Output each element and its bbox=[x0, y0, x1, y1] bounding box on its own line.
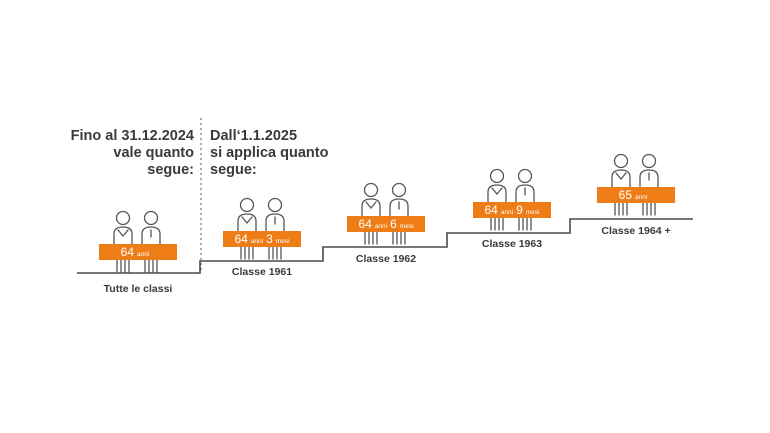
group-label: Classe 1961 bbox=[231, 266, 293, 278]
group-label: Classe 1964 + bbox=[601, 225, 671, 237]
group-label: Tutte le classi bbox=[103, 283, 173, 295]
people-icon bbox=[361, 182, 409, 245]
heading-before-2025: Fino al 31.12.2024 vale quanto segue: bbox=[70, 128, 194, 178]
people-icon bbox=[237, 197, 285, 260]
people-icon bbox=[487, 168, 535, 231]
group-label: Classe 1963 bbox=[481, 238, 543, 250]
people-icon bbox=[611, 153, 659, 216]
people-icon bbox=[113, 210, 161, 273]
group-label: Classe 1962 bbox=[355, 253, 417, 265]
heading-from-2025: Dall‘1.1.2025 si applica quanto segue: bbox=[210, 128, 329, 178]
